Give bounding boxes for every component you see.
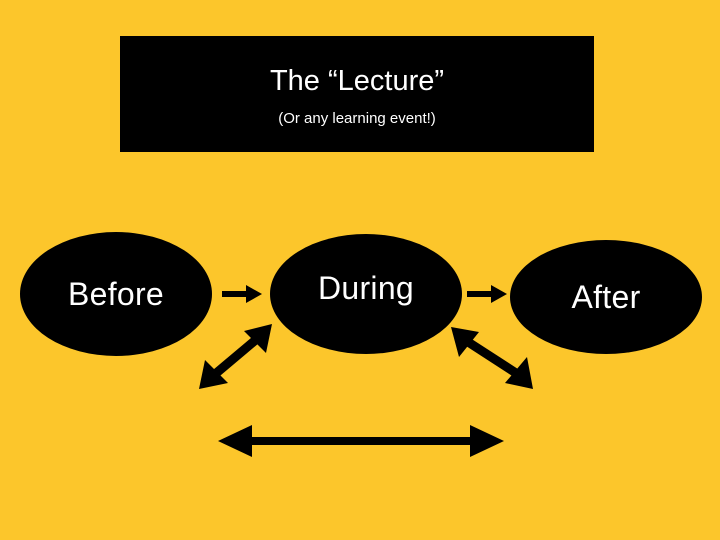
node-after: After — [510, 240, 702, 354]
node-before-label: Before — [67, 275, 165, 312]
node-during: During — [270, 234, 462, 354]
double-arrow-before-after — [218, 425, 504, 457]
node-during-label: During — [317, 269, 415, 306]
diagram-subtitle: (Or any learning event!) — [278, 110, 436, 127]
double-arrow-before-during — [199, 324, 272, 389]
node-after-label: After — [571, 278, 641, 315]
node-before: Before — [20, 232, 212, 356]
title-box: The “Lecture” (Or any learning event!) — [120, 36, 594, 152]
arrow-before-to-during — [222, 285, 262, 303]
diagram-title: The “Lecture” — [269, 65, 445, 97]
arrow-during-to-after — [467, 285, 507, 303]
double-arrow-during-after — [451, 327, 533, 389]
